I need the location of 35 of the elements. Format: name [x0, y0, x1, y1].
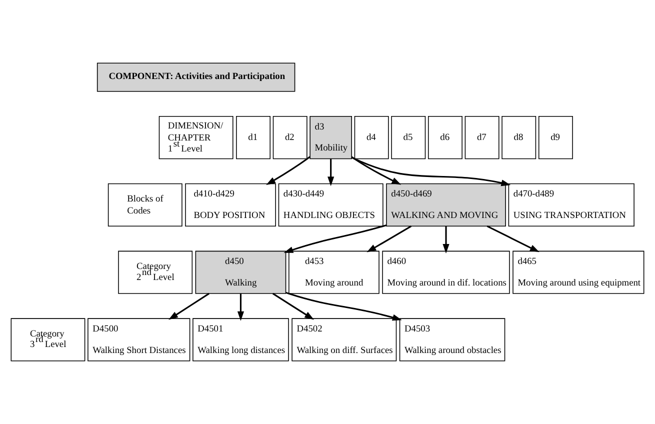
node-box: d430-d449 HANDLING OBJECTS: [278, 183, 384, 226]
arrow: [286, 292, 402, 321]
node-box: d3 Mobility: [310, 116, 352, 160]
node-box: D4502 Walking on diff. Surfaces: [292, 318, 397, 362]
arrow: [366, 226, 412, 252]
arrow: [351, 156, 511, 186]
node-box: D4501 Walking long distances: [192, 318, 289, 362]
node-box: d8: [502, 116, 536, 160]
node-box: d460 Moving around in dif. locations: [382, 250, 510, 294]
arrow: [328, 158, 334, 186]
arrow: [284, 224, 387, 253]
node-box: COMPONENT: Activities and Participation: [96, 62, 296, 92]
node-box: d450 Walking: [195, 250, 286, 294]
node-box: d410-d429 BODY POSITION: [185, 183, 276, 226]
node-box: D4500 Walking Short Distances: [88, 318, 190, 362]
node-box: d4: [354, 116, 389, 160]
arrow: [237, 294, 244, 321]
node-box: D4503 Walking around obstacles: [399, 318, 506, 362]
node-box: d9: [538, 116, 573, 160]
arrow: [168, 292, 210, 320]
arrow: [272, 292, 314, 320]
arrow: [351, 156, 402, 185]
node-box: d450-d469 WALKING AND MOVING: [386, 183, 506, 226]
node-box: d6: [428, 116, 462, 160]
node-box: d453 Moving around: [288, 250, 380, 294]
node-box: d5: [391, 116, 426, 160]
arrow: [266, 156, 310, 185]
arrow: [442, 226, 450, 254]
arrow: [486, 226, 540, 252]
node-box: Blocks of Codes: [108, 183, 182, 226]
node-box: d465 Moving around using equipment: [512, 250, 644, 294]
node-box: d2: [272, 116, 308, 160]
node-box: d1: [236, 116, 270, 160]
node-box: d7: [464, 116, 500, 160]
node-box: d470-d489 USING TRANSPORTATION: [508, 183, 634, 226]
